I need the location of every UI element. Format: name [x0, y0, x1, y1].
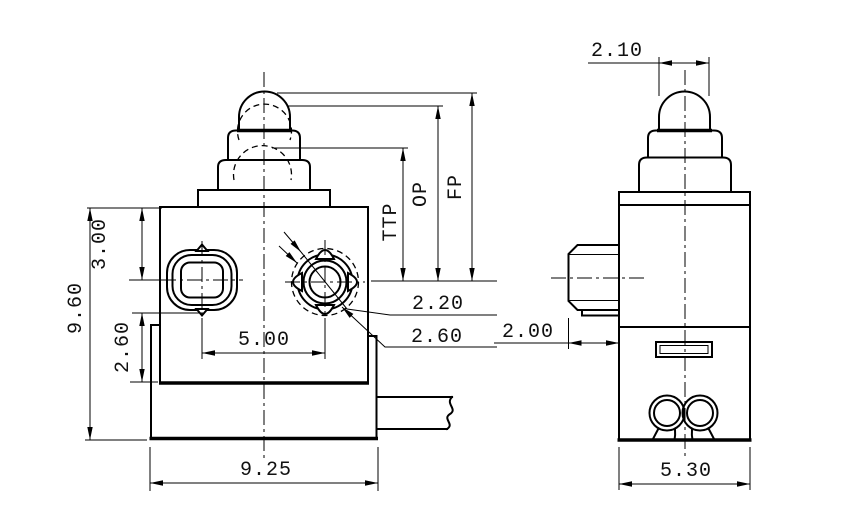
dimension-boss-depth: 2.00	[494, 318, 619, 349]
side-boss	[551, 244, 644, 317]
dim-label-boss-depth: 2.00	[502, 321, 554, 344]
plunger-ttp-position-arc	[232, 145, 293, 181]
dimension-hole-spacing: 5.00	[201, 318, 326, 359]
dimension-hole-to-bottom: 2.60	[112, 313, 145, 382]
plunger-step-2	[227, 129, 301, 161]
plunger-op-position-arc	[236, 103, 293, 141]
dimension-total-height: 9.60	[65, 208, 93, 440]
side-view: 2.10 2.00 5.30	[494, 40, 752, 490]
dim-label-hole-to-bottom: 2.60	[112, 321, 135, 373]
dim-label-plunger-width: 2.10	[591, 40, 643, 63]
dim-label-total-height: 9.60	[65, 282, 88, 334]
plunger-step-1	[217, 159, 311, 191]
plunger-front	[217, 90, 311, 191]
label-fp: FP	[445, 174, 468, 200]
plunger-dome	[238, 90, 291, 132]
dim-label-hole-inner: 2.20	[412, 293, 464, 316]
side-boss-lip	[581, 309, 620, 317]
dim-label-body-depth: 5.30	[660, 460, 712, 483]
front-view: 9.60 3.00 2.60 5.00 9.25	[65, 72, 497, 491]
dimension-hole-from-top: 3.00	[89, 208, 145, 280]
plunger-side	[638, 90, 732, 193]
wire-terminals	[648, 394, 719, 442]
dim-label-hole-outer: 2.60	[411, 326, 463, 349]
dimension-body-depth: 5.30	[618, 447, 751, 490]
dim-label-base-width: 9.25	[240, 459, 292, 482]
dim-label-hole-spacing: 5.00	[238, 329, 290, 352]
mounting-hole-right	[285, 240, 365, 323]
dimension-plunger-width: 2.10	[588, 40, 710, 96]
dim-label-hole-from-top: 3.00	[89, 218, 112, 270]
mounting-hole-left	[161, 241, 243, 319]
dimension-base-width: 9.25	[149, 447, 379, 491]
cable-break-icon	[445, 395, 454, 431]
label-op: OP	[410, 181, 433, 207]
side-slot	[655, 341, 713, 358]
hole-diameter-callouts: 2.20 2.60	[278, 231, 497, 349]
cable	[376, 395, 454, 431]
label-ttp: TTP	[380, 202, 403, 241]
travel-dimensions: TTP OP FP	[272, 92, 497, 282]
